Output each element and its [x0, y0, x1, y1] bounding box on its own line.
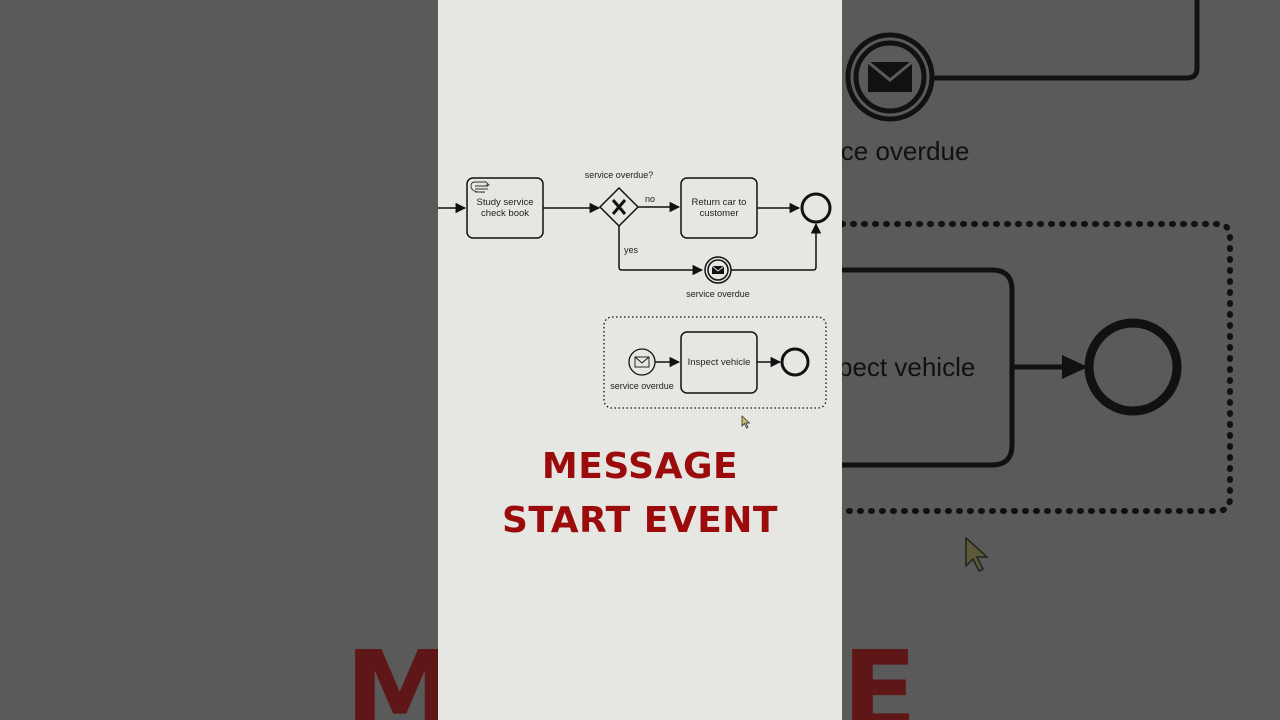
task-inspect-vehicle[interactable]: Inspect vehicle: [680, 331, 758, 394]
task-study-label-1: Study service: [476, 197, 533, 208]
gateway-label: service overdue?: [585, 170, 654, 180]
bg-message-end-event: [845, 32, 935, 122]
bg-cursor-icon: [965, 536, 989, 573]
message-end-event[interactable]: [704, 256, 732, 284]
center-panel: Study service check book service overdue…: [438, 0, 842, 720]
title-line-2: START EVENT: [502, 500, 778, 541]
message-filled-icon: [711, 265, 725, 274]
bg-subprocess-border: [842, 221, 1233, 514]
task-return-car[interactable]: Return car to customer: [680, 177, 758, 239]
video-title: MESSAGE START EVENT: [438, 440, 842, 548]
bg-title-right: E: [842, 627, 918, 720]
message-end-label: service overdue: [686, 289, 750, 299]
cursor-icon: [741, 415, 751, 429]
bg-sequence-flow: [934, 0, 1200, 81]
exclusive-gateway[interactable]: [598, 186, 640, 228]
end-event[interactable]: [800, 192, 832, 224]
flow-yes: [618, 226, 704, 276]
bg-end-event: [1084, 318, 1182, 416]
bg-title-left: M: [345, 627, 455, 720]
bg-arrowhead: [1062, 355, 1088, 379]
gateway-x-icon: [611, 199, 627, 215]
title-line-1: MESSAGE: [541, 446, 739, 487]
flow-no-label: no: [645, 194, 655, 204]
task-return-label-1: Return car to: [692, 197, 747, 208]
message-outline-icon: [634, 356, 650, 368]
event-subprocess[interactable]: [603, 316, 827, 409]
flow-yes-label: yes: [624, 245, 639, 255]
task-inspect-label: Inspect vehicle: [688, 357, 751, 368]
background-right: vice overdue pect vehicle: [842, 0, 1280, 720]
bg-service-label: vice overdue: [842, 136, 969, 166]
manual-task-icon: [470, 181, 491, 193]
subprocess-end-event[interactable]: [780, 347, 810, 377]
message-start-event[interactable]: [628, 348, 656, 376]
bpmn-diagram: Study service check book service overdue…: [438, 170, 832, 429]
message-start-label: service overdue: [610, 381, 674, 391]
background-zoomed-diagram: vice overdue pect vehicle: [842, 0, 1233, 573]
bg-inspect-label: pect vehicle: [842, 352, 975, 382]
task-return-label-2: customer: [699, 208, 738, 219]
background-left: [0, 0, 438, 720]
task-study-label-2: check book: [481, 208, 529, 219]
flow-message-to-end: [731, 222, 822, 271]
task-study-service[interactable]: Study service check book: [466, 177, 544, 239]
